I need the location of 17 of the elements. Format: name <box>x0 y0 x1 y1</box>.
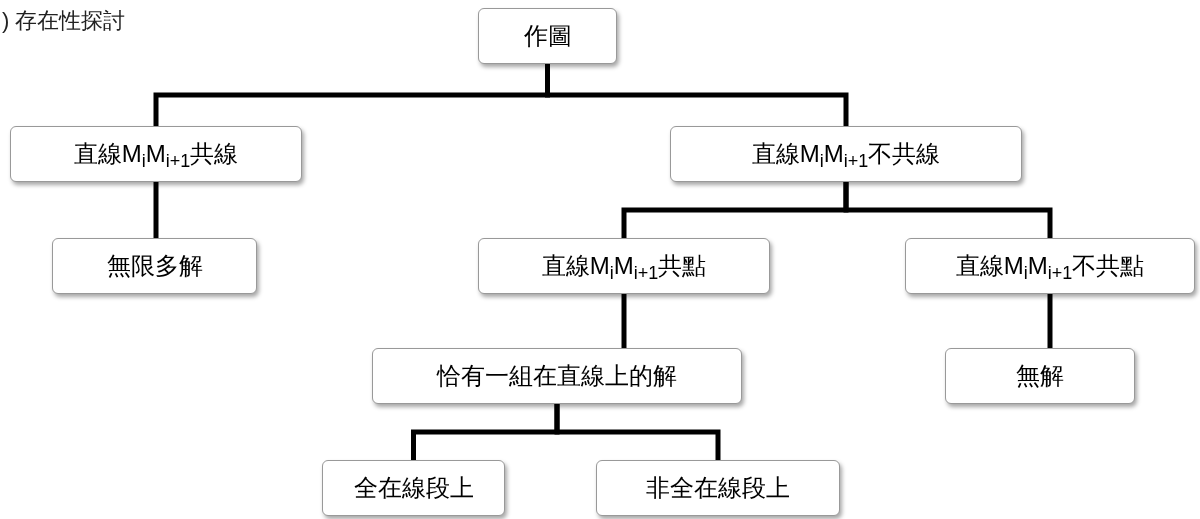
connector-line <box>621 294 627 348</box>
process-box: 直線M$_{i}$M$_{i+1}$不共線 <box>670 126 1022 182</box>
process-box: 恰有一組在直線上的解 <box>372 348 742 404</box>
process-box: 無解 <box>945 348 1135 404</box>
process-box: 非全在線段上 <box>596 460 840 516</box>
title: ) 存在性探討 <box>2 7 126 35</box>
process-box: 直線M$_{i}$M$_{i+1}$共線 <box>10 126 302 182</box>
connector-line <box>843 182 1053 238</box>
process-box: 無限多解 <box>52 238 257 294</box>
process-box: 作圖 <box>478 8 617 64</box>
connector-line <box>545 64 849 126</box>
connector-line <box>554 404 721 460</box>
process-box: 全在線段上 <box>322 460 505 516</box>
connector-line <box>1047 294 1053 348</box>
process-box: 直線M$_{i}$M$_{i+1}$不共點 <box>905 238 1195 294</box>
connector-line <box>153 182 159 238</box>
process-box: 直線M$_{i}$M$_{i+1}$共點 <box>478 238 770 294</box>
